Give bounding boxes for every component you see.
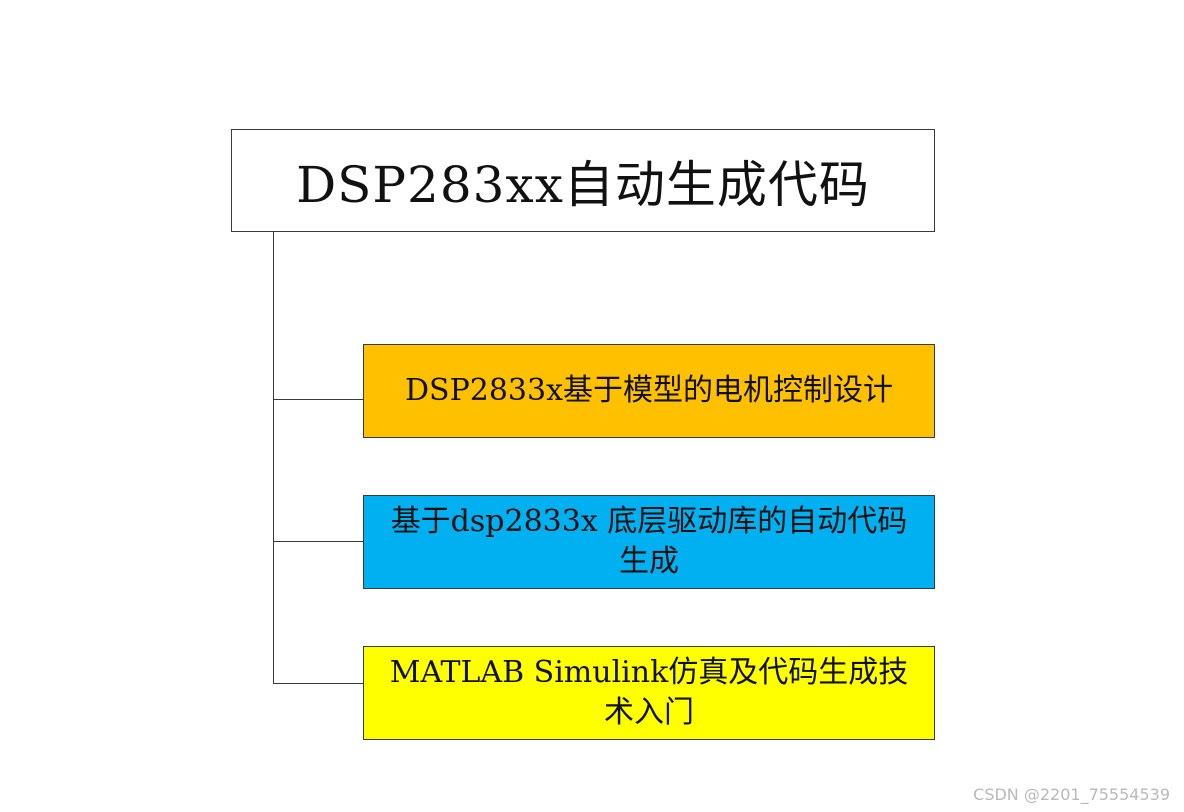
child-node-3-label: MATLAB Simulink仿真及代码生成技术入门 bbox=[389, 655, 909, 730]
root-node: DSP283xx自动生成代码 bbox=[231, 129, 935, 232]
child-node-3: MATLAB Simulink仿真及代码生成技术入门 bbox=[363, 646, 935, 740]
child-node-1: DSP2833x基于模型的电机控制设计 bbox=[363, 344, 935, 438]
child-node-2: 基于dsp2833x 底层驱动库的自动代码生成 bbox=[363, 495, 935, 589]
child-node-2-label: 基于dsp2833x 底层驱动库的自动代码生成 bbox=[390, 504, 908, 579]
watermark: CSDN @2201_75554539 bbox=[973, 785, 1170, 804]
branch-connector-2 bbox=[273, 541, 363, 542]
branch-connector-1 bbox=[273, 399, 363, 400]
branch-connector-3 bbox=[273, 683, 363, 684]
root-node-label: DSP283xx自动生成代码 bbox=[296, 155, 870, 214]
child-node-1-label: DSP2833x基于模型的电机控制设计 bbox=[404, 373, 894, 408]
tree-trunk-connector bbox=[273, 232, 274, 684]
